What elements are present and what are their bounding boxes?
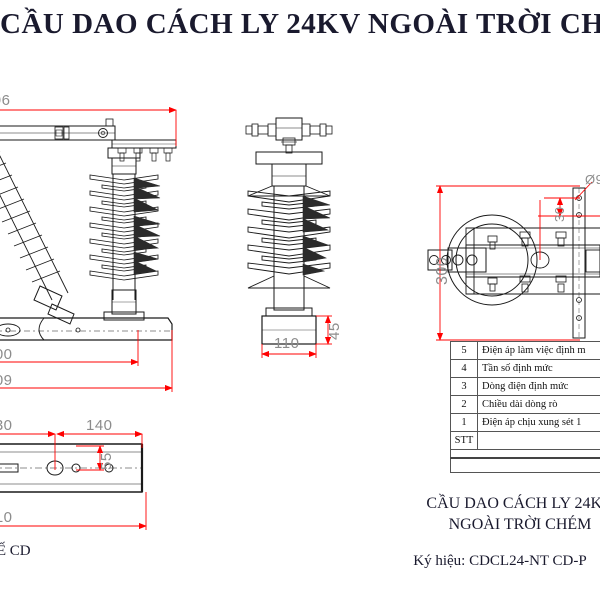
row-no: 5 [450,341,478,360]
caption-line-2: NGOÀI TRỜI CHÉM [448,516,592,533]
table-row: 1 Điện áp chịu xung sét 1 [450,413,600,432]
spec-table: 5 Điện áp làm việc định m 4 Tần số định … [450,341,600,473]
dim-140: 140 [86,417,113,434]
row-no: 2 [450,395,478,414]
table-row: 3 Dòng điện định mức [450,377,600,396]
dim-30: 30 [552,206,567,222]
tilted-insulator [0,151,75,325]
row-desc: Điện áp làm việc định m [477,341,600,360]
dim-330: 330 [0,417,13,434]
table-title-cell: T [450,449,600,473]
table-header-row: STT [450,431,600,450]
right-detail-view [427,187,600,339]
row-no: 1 [450,413,478,432]
table-row: 4 Tần số định mức [450,359,600,378]
dim-610: 610 [0,509,13,526]
table-title-row: T [450,449,600,473]
front-view-left [0,118,177,341]
dim-hole-dia: Ø9 [585,172,600,187]
row-desc: Dòng điện định mức [477,377,600,396]
base-plate-note: ĐẾ CD [0,543,31,559]
row-desc: Chiều dài dòng rò [477,395,600,414]
dim-300: 300 [434,256,451,285]
column-header-name [477,431,600,450]
dim-500: 500 [0,346,13,363]
center-view [245,117,333,345]
dim-609: 609 [0,372,13,389]
dimension-lines [0,106,600,530]
row-no: 4 [450,359,478,378]
caption-line-1: CẦU DAO CÁCH LY 24KV [426,495,600,512]
row-desc: Điện áp chịu xung sét 1 [477,413,600,432]
page-title: CẦU DAO CÁCH LY 24KV NGOÀI TRỜI CHÉM [0,8,600,40]
table-bottom-rule [450,457,600,459]
symbol-label: Ký hiệu: CDCL24-NT CD-P [413,553,587,569]
column-header-stt: STT [450,431,478,450]
insulator-left [89,147,161,321]
dim-696: 696 [0,92,11,109]
operating-linkage [0,118,177,162]
base-plate-plan [0,443,144,493]
table-row: 2 Chiều dài dòng rò [450,395,600,414]
terminal-hardware [245,117,333,154]
row-desc: Tần số định mức [477,359,600,378]
row-no: 3 [450,377,478,396]
base-channel-front [0,317,173,341]
dim-55: 55 [98,452,115,470]
dim-110: 110 [274,335,300,352]
table-row: 5 Điện áp làm việc định m [450,341,600,360]
dim-45: 45 [326,322,343,340]
